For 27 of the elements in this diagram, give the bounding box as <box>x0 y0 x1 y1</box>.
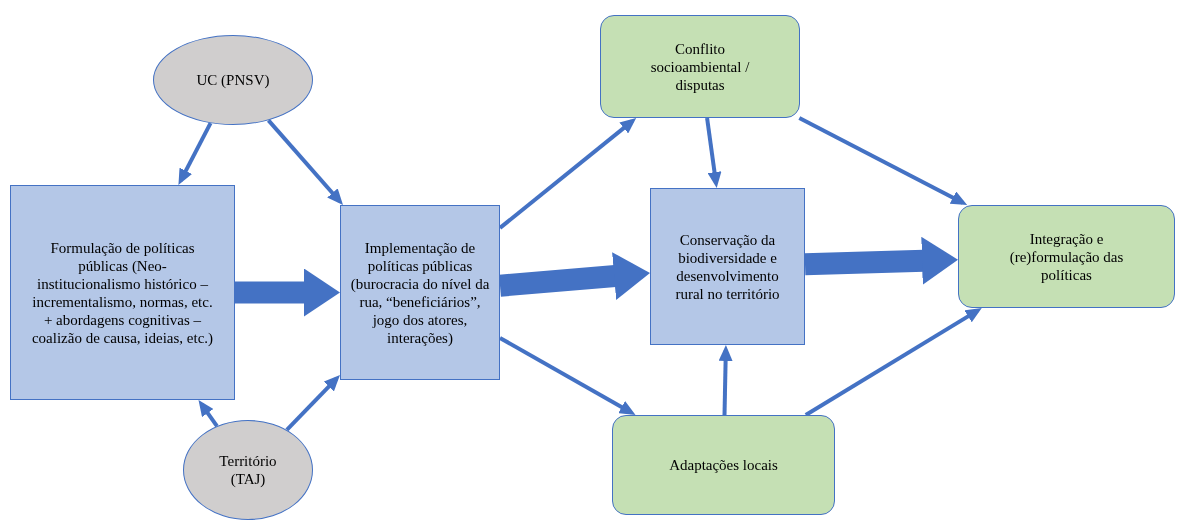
arrow <box>798 116 968 205</box>
rounded-box <box>958 205 1175 308</box>
arrow <box>499 252 650 300</box>
node-label: Adaptações locais <box>669 456 778 474</box>
arrow <box>235 268 340 317</box>
node-label: Conflito socioambiental / disputas <box>649 39 751 94</box>
arrow <box>267 119 343 205</box>
arrow <box>498 118 637 230</box>
process-box <box>650 188 805 345</box>
node-label: Implementação de políticas públicas (burocracia do nível da rua, “beneficiários”, jogo dos atores, interações) <box>349 238 491 347</box>
rounded-box <box>612 415 835 515</box>
arrow <box>499 336 636 415</box>
arrow <box>705 117 722 188</box>
rounded-box <box>600 15 800 118</box>
process-box <box>10 185 235 400</box>
arrow <box>718 345 733 416</box>
node-label: Território (TAJ) <box>218 452 278 488</box>
arrow <box>804 308 982 417</box>
arrow <box>285 375 340 432</box>
arrow <box>804 236 958 285</box>
node-label: UC (PNSV) <box>196 71 270 89</box>
arrow <box>178 122 213 185</box>
arrow <box>198 400 219 428</box>
process-box <box>340 205 500 380</box>
node-label: Conservação da biodiversidade e desenvolvimento rural no território <box>674 230 781 303</box>
node-label: Integração e (re)formulação das políticas <box>1008 229 1125 284</box>
node-label: Formulação de políticas públicas (Neo-institucionalismo histórico – incrementalismo, normas, etc. + abordagens cognitivas – coalizão de causa, ideias, etc.) <box>30 238 215 347</box>
